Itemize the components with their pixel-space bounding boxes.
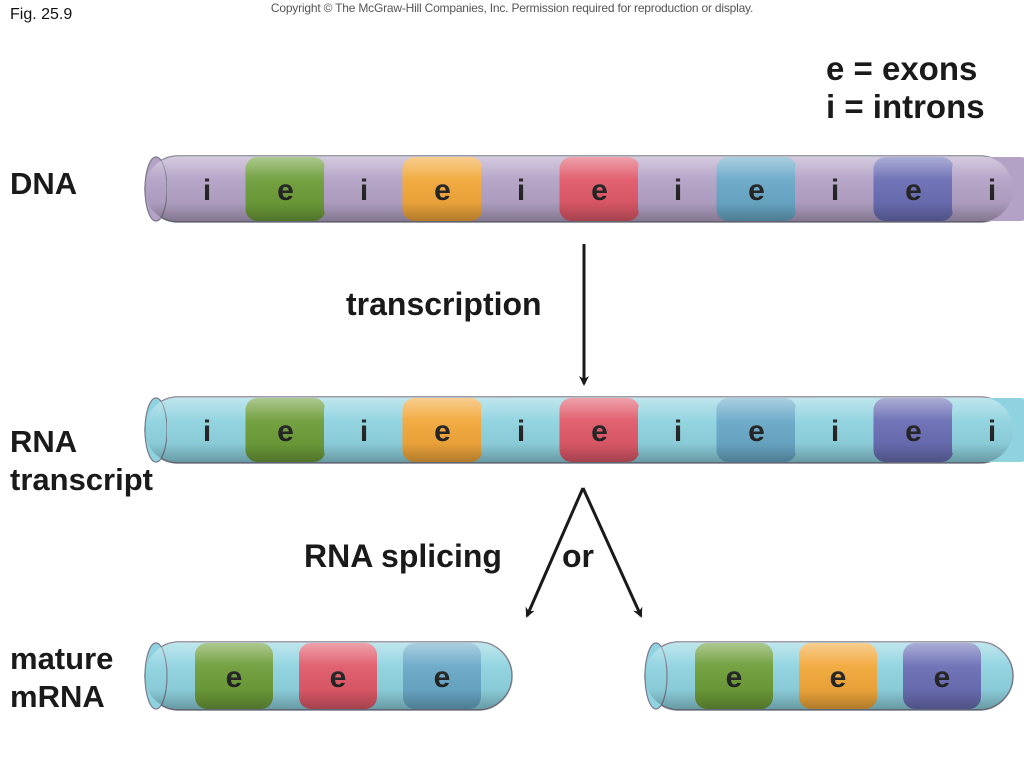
- dna-shading: [145, 156, 1013, 222]
- rna-transcript-label-line1: RNA: [10, 424, 78, 459]
- mrna_right-shading: [645, 642, 1013, 710]
- copyright-notice: Copyright © The McGraw-Hill Companies, I…: [270, 1, 754, 15]
- splicing-arrow-right: [581, 487, 643, 618]
- mature-mrna-label-line2: mRNA: [10, 679, 105, 714]
- rna-transcript-label-line2: transcript: [10, 462, 153, 497]
- rna-splicing-label: RNA splicing: [304, 538, 502, 574]
- mature-mrna-label-line1: mature: [10, 641, 114, 676]
- transcription-label: transcription: [346, 286, 542, 322]
- figure-label: Fig. 25.9: [10, 6, 73, 23]
- mature-mrna-right-strand: eee: [644, 641, 1014, 711]
- rna-shading: [145, 397, 1013, 463]
- mature-mrna-left-strand: eee: [144, 641, 513, 711]
- splicing-arrow-left: [525, 487, 585, 618]
- legend-introns: i = introns: [826, 88, 985, 125]
- dna-strand: ieieieieiei: [144, 155, 1024, 223]
- or-label: or: [562, 538, 594, 574]
- legend-exons: e = exons: [826, 50, 978, 87]
- dna-label: DNA: [10, 166, 78, 201]
- mrna_left-shading: [145, 642, 512, 710]
- rna-transcript-strand: ieieieieiei: [144, 396, 1024, 464]
